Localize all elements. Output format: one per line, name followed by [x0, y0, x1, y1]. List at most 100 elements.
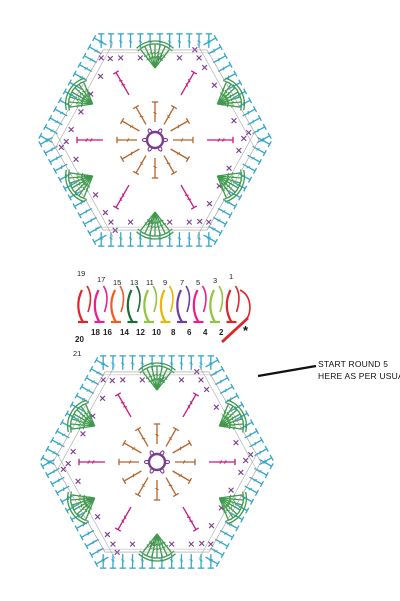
top-sc-mark	[196, 55, 202, 61]
bottom-blue-stitch	[129, 355, 136, 370]
bottom-sc-mark	[65, 460, 72, 467]
top-blue-stitch	[77, 207, 93, 219]
top-brown-stitch	[151, 158, 159, 179]
join-stitch-stem	[110, 289, 117, 323]
top-green-fan	[136, 211, 174, 240]
join-stitch-stem	[126, 289, 134, 323]
top-blue-stitch	[257, 132, 272, 144]
top-green-fan	[216, 77, 245, 111]
bottom-blue-stitch	[94, 556, 109, 568]
bottom-fan-stitch	[148, 365, 158, 391]
bottom-blue-stitch	[84, 538, 99, 550]
top-green-fan	[65, 169, 94, 203]
top-blue-stitch	[82, 216, 97, 228]
join-stitch-pair	[209, 285, 224, 324]
top-sc-mark	[78, 109, 84, 115]
bottom-blue-stitch	[259, 454, 274, 466]
top-blue-stitch	[92, 34, 107, 46]
top-fan-arc	[136, 231, 174, 240]
top-brown-stitch	[170, 117, 191, 132]
top-blue-stitch	[217, 61, 233, 73]
bottom-blue-stitch	[99, 355, 107, 370]
top-hexagon-motif	[38, 33, 272, 247]
bottom-green-fan	[138, 533, 176, 562]
join-stitch-pair	[93, 285, 108, 324]
bottom-brown-stitch	[121, 439, 142, 454]
join-number-9: 9	[163, 278, 167, 287]
bottom-brown-stitch	[165, 477, 180, 498]
bottom-fan-arc	[138, 362, 176, 371]
bottom-green-fan	[67, 399, 96, 433]
join-number-17: 17	[97, 275, 105, 284]
top-sc-mark	[92, 192, 99, 198]
top-chain-loop	[157, 145, 163, 152]
bottom-sc-mark	[203, 386, 210, 393]
bottom-blue-stitch	[205, 556, 220, 568]
join-stitch-pair	[77, 285, 92, 324]
bottom-blue-stitch	[219, 383, 235, 395]
top-chain-loop	[161, 137, 169, 143]
bottom-blue-stitch	[119, 355, 126, 370]
join-numbers-bottom: 20 18 16 14 12 10 8 6 4 2	[75, 328, 224, 344]
bottom-sc-mark	[228, 487, 234, 493]
bottom-fan-stitch	[156, 533, 166, 559]
top-chain-loop	[157, 128, 163, 135]
join-number-4: 4	[203, 328, 208, 337]
join-stitch-pair	[192, 285, 207, 324]
top-blue-stitch	[107, 33, 115, 48]
bottom-sc-mark	[238, 469, 244, 476]
bottom-magenta-spoke	[209, 458, 236, 466]
bottom-chain-loop	[143, 459, 151, 465]
bottom-fan-arc	[227, 491, 247, 525]
top-chain-loop	[141, 137, 149, 143]
top-fan-stitch	[217, 103, 243, 111]
top-blue-stitch	[107, 232, 115, 247]
top-fan-arc	[65, 169, 85, 203]
top-sc-mark	[97, 73, 104, 80]
join-stitches	[77, 285, 251, 344]
bottom-blue-stitch	[210, 365, 225, 377]
top-sc-mark	[211, 82, 218, 88]
bottom-sc-mark	[75, 478, 81, 485]
top-magenta-spoke	[180, 70, 198, 96]
start-marker: *	[243, 323, 249, 338]
bottom-sc-mark	[60, 466, 67, 473]
top-blue-stitch	[242, 106, 258, 117]
top-brown-stitch	[132, 155, 147, 176]
bottom-blue-stitch	[207, 554, 215, 569]
bottom-magenta-spoke	[114, 506, 132, 532]
top-sc-mark	[236, 147, 242, 154]
join-number-21: 21	[73, 349, 81, 358]
bottom-brown-stitch	[134, 477, 149, 498]
join-number-19: 19	[77, 269, 85, 278]
top-blue-stitch	[213, 52, 228, 64]
bottom-brown-stitch	[134, 426, 149, 447]
bottom-fan-stitch	[218, 497, 232, 523]
top-blue-stitch	[242, 163, 258, 174]
bottom-sc-mark	[99, 395, 106, 402]
top-sc-mark	[63, 138, 70, 145]
bottom-fan-stitch	[71, 497, 95, 514]
join-stitch-stem	[77, 289, 84, 323]
bottom-brown-stitch	[172, 439, 193, 454]
bottom-sc-mark	[94, 514, 101, 520]
bottom-brown-stitch	[153, 423, 161, 444]
bottom-sc-mark	[109, 377, 116, 384]
bottom-brown-stitch	[175, 458, 196, 466]
join-stitch-arc	[135, 285, 141, 313]
join-stitch-stem	[176, 289, 183, 323]
top-fan-stitch	[154, 46, 173, 69]
join-stitch-stem	[225, 289, 233, 323]
top-sc-mark	[186, 219, 193, 225]
top-brown-stitch	[151, 101, 159, 122]
top-sc-mark	[127, 219, 134, 225]
join-stitch-pair	[126, 285, 141, 324]
bottom-brown-stitch	[165, 426, 180, 447]
bottom-blue-stitch	[74, 521, 90, 532]
top-blue-stitch	[208, 43, 223, 55]
bottom-center-ring	[147, 452, 167, 472]
top-fan-stitch	[154, 211, 164, 237]
bottom-sc-mark	[104, 531, 111, 538]
top-blue-stitch	[52, 106, 68, 117]
top-inner-outline	[50, 49, 260, 231]
